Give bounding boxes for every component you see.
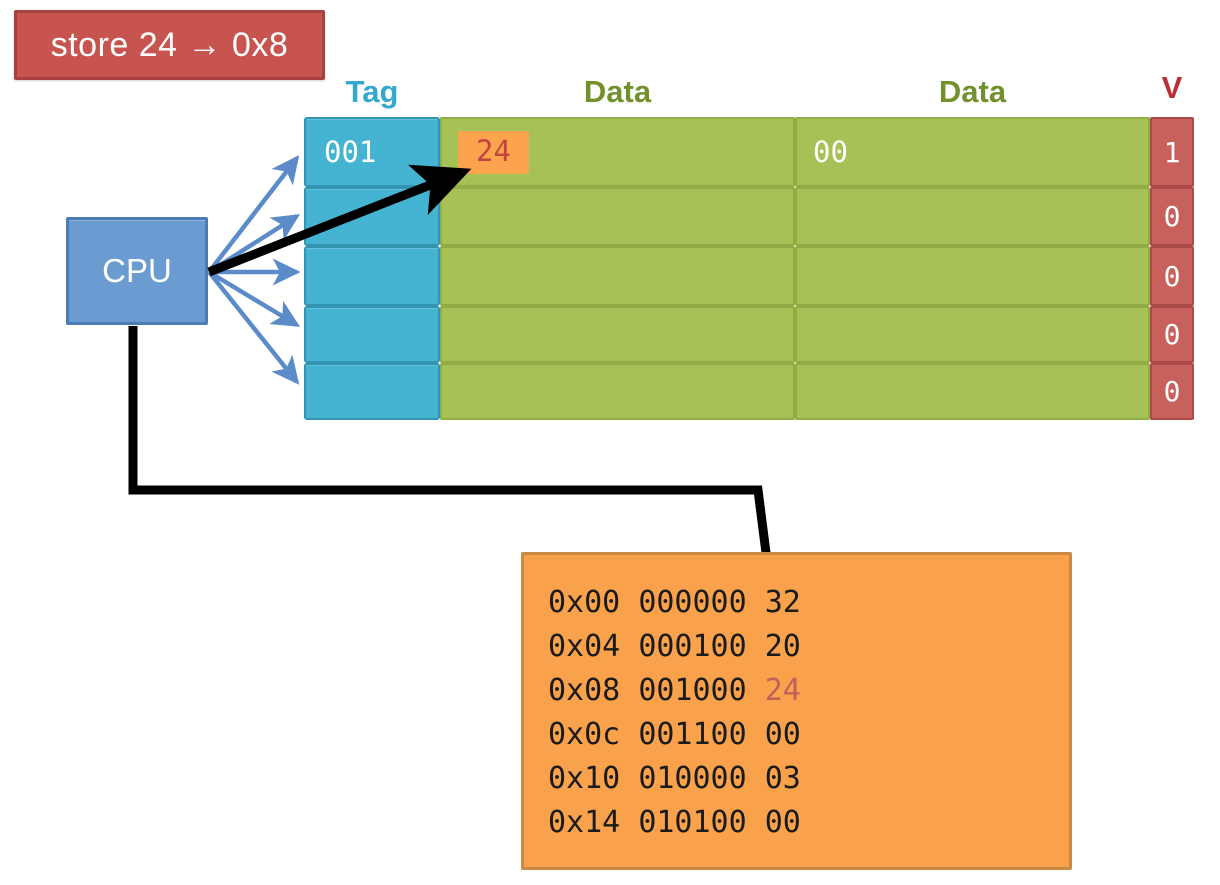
cache-cell-valid[interactable]: 0 xyxy=(1150,187,1194,246)
cpu-block: CPU xyxy=(66,217,208,325)
cache-row[interactable]: 0 xyxy=(304,306,1194,363)
memory-value: 03 xyxy=(764,761,801,796)
cache-row[interactable]: 0 xyxy=(304,363,1194,420)
memory-bits: 010000 xyxy=(638,761,747,796)
cache-header-valid: V xyxy=(1161,70,1183,105)
memory-address: 0x10 xyxy=(548,761,621,796)
memory-ellipsis: … xyxy=(548,865,567,885)
cache-cell-data-2[interactable]: 00 xyxy=(795,117,1150,187)
cache-cell-tag[interactable] xyxy=(304,187,440,246)
cpu-label: CPU xyxy=(102,252,172,289)
cache-header-tag: Tag xyxy=(345,74,399,109)
cache-cell-valid[interactable]: 0 xyxy=(1150,363,1194,420)
memory-row: 0x10 010000 03 xyxy=(548,757,1069,801)
cache-cell-data-2[interactable] xyxy=(795,187,1150,246)
cache-cell-data-1[interactable] xyxy=(440,363,795,420)
memory-bits: 001000 xyxy=(638,673,747,708)
memory-row: 0x14 010100 00 xyxy=(548,801,1069,845)
cache-row[interactable]: 0 xyxy=(304,246,1194,306)
cache-cell-valid[interactable]: 0 xyxy=(1150,306,1194,363)
memory-value: 00 xyxy=(764,805,801,840)
memory-row: 0x0c 001100 00 xyxy=(548,713,1069,757)
memory-address: 0x0c xyxy=(548,717,621,752)
cache-cell-data-1[interactable] xyxy=(440,306,795,363)
memory-row: 0x08 001000 24 xyxy=(548,669,1069,713)
memory-value: 00 xyxy=(764,717,801,752)
memory-address: 0x08 xyxy=(548,673,621,708)
cache-cell-data-1[interactable] xyxy=(440,246,795,306)
cache-cell-valid[interactable]: 1 xyxy=(1150,117,1194,187)
cache-header-data-1: Data xyxy=(583,74,652,109)
cache-cell-valid[interactable]: 0 xyxy=(1150,246,1194,306)
memory-bits: 000100 xyxy=(638,629,747,664)
memory-bits: 001100 xyxy=(638,717,747,752)
cache-header-data-2: Data xyxy=(938,74,1007,109)
memory-bits: 000000 xyxy=(638,585,747,620)
cache-cell-data-2[interactable] xyxy=(795,246,1150,306)
memory-address: 0x00 xyxy=(548,585,621,620)
memory-value: 32 xyxy=(764,585,801,620)
cache-cell-tag[interactable] xyxy=(304,363,440,420)
memory-value: 24 xyxy=(764,673,801,708)
cache-data-highlight: 24 xyxy=(458,130,529,174)
memory-bits: 010100 xyxy=(638,805,747,840)
memory-value: 20 xyxy=(764,629,801,664)
store-instruction-label: store 24 → 0x8 xyxy=(14,10,325,80)
cache-cell-data-2[interactable] xyxy=(795,363,1150,420)
cache-cell-data-1[interactable]: 24 xyxy=(440,117,795,187)
cache-cell-tag[interactable] xyxy=(304,306,440,363)
memory-address: 0x14 xyxy=(548,805,621,840)
memory-row: 0x04 000100 20 xyxy=(548,625,1069,669)
cache-cell-tag[interactable] xyxy=(304,246,440,306)
memory-address: 0x04 xyxy=(548,629,621,664)
cache-cell-tag[interactable]: 001 xyxy=(304,117,440,187)
cache-cell-data-2[interactable] xyxy=(795,306,1150,363)
cache-row[interactable]: 0 xyxy=(304,187,1194,246)
cache-cell-data-1[interactable] xyxy=(440,187,795,246)
memory-row: 0x00 000000 32 xyxy=(548,581,1069,625)
